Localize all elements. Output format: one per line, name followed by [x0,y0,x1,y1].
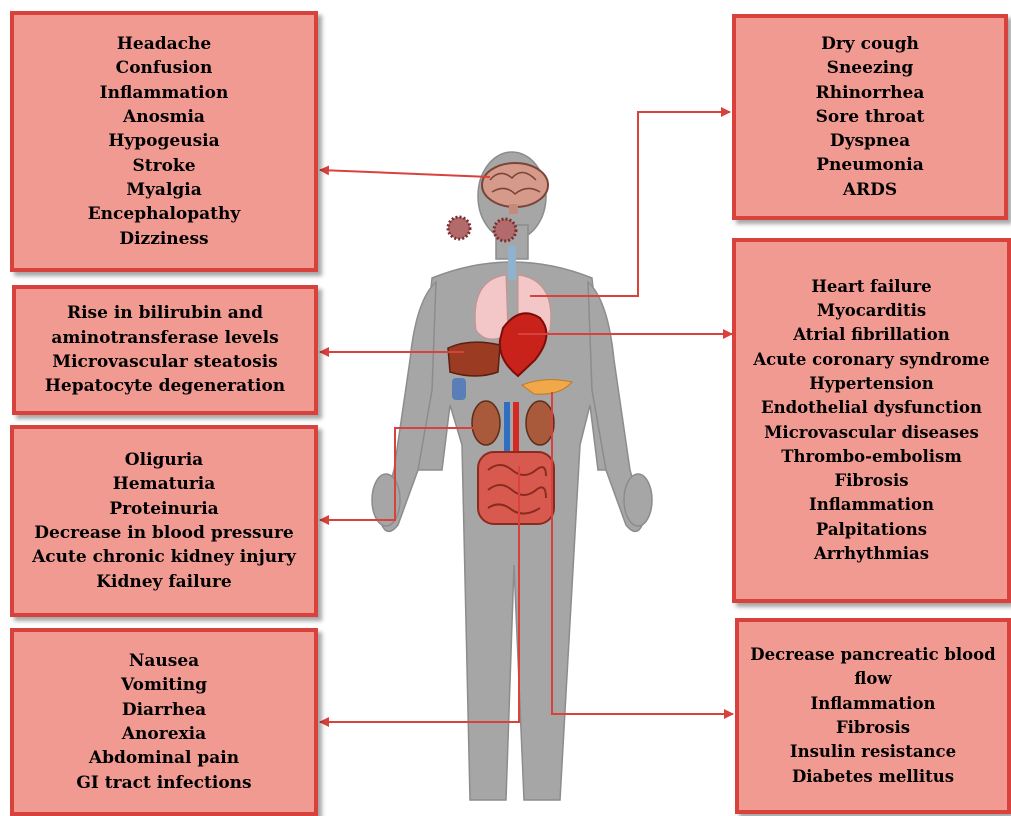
symptom-label: Pneumonia [816,153,923,177]
symptom-label: Headache [117,32,211,56]
symptom-label: Acute coronary syndrome [753,348,989,372]
symptom-label: Anorexia [122,722,206,746]
pancreas-symptoms-box: Decrease pancreatic blood flow Inflammat… [735,618,1011,814]
symptom-label: Palpitations [816,518,927,542]
symptom-label: Inflammation [811,692,936,716]
symptom-label: Hypertension [809,372,934,396]
symptom-label: Anosmia [123,105,205,129]
symptom-label: Endothelial dysfunction [761,396,982,420]
symptom-label: Diarrhea [122,698,206,722]
symptom-label: Fibrosis [834,469,908,493]
symptom-label: Vomiting [121,673,207,697]
symptom-label: Decrease in blood pressure [34,521,294,545]
heart-symptoms-box: Heart failure Myocarditis Atrial fibrill… [732,238,1011,603]
symptom-label: Sore throat [816,105,925,129]
symptom-label: Diabetes mellitus [792,765,954,789]
symptom-label: Sneezing [827,56,914,80]
symptom-label: GI tract infections [76,771,251,795]
symptom-label: Arrhythmias [814,542,929,566]
symptom-label: Dyspnea [830,129,910,153]
symptom-label: Acute chronic kidney injury [32,545,296,569]
symptom-label: ARDS [843,178,897,202]
symptom-label: Atrial fibrillation [793,323,949,347]
symptom-label: Proteinuria [109,497,218,521]
symptom-label: aminotransferase levels [51,326,278,350]
symptom-label: Oliguria [125,448,203,472]
symptom-label: Fibrosis [836,716,910,740]
liver-symptoms-box: Rise in bilirubin and aminotransferase l… [12,285,318,415]
symptom-label: Kidney failure [96,570,231,594]
symptom-label: Dry cough [821,32,919,56]
symptom-label: Encephalopathy [88,202,241,226]
symptom-label: Hypogeusia [108,129,219,153]
symptom-label: Inflammation [809,493,934,517]
symptom-label: Microvascular steatosis [52,350,278,374]
symptom-label: flow [854,667,891,691]
symptom-label: Thrombo-embolism [781,445,962,469]
kidney-symptoms-box: Oliguria Hematuria Proteinuria Decrease … [10,425,318,617]
symptom-label: Hematuria [113,472,216,496]
symptom-label: Rise in bilirubin and [67,301,263,325]
symptom-label: Hepatocyte degeneration [45,374,285,398]
symptom-label: Abdominal pain [89,746,239,770]
symptom-label: Myocarditis [817,299,926,323]
symptom-label: Confusion [116,56,213,80]
symptom-label: Heart failure [811,275,931,299]
symptom-label: Dizziness [119,227,208,251]
arrow-brain [320,170,490,177]
symptom-label: Nausea [129,649,199,673]
symptom-label: Stroke [132,154,195,178]
symptom-label: Myalgia [126,178,202,202]
intestines-icon [478,452,554,524]
symptom-label: Insulin resistance [790,740,956,764]
symptom-label: Microvascular diseases [764,421,979,445]
brain-symptoms-box: Headache Confusion Inflammation Anosmia … [10,11,318,272]
gi-symptoms-box: Nausea Vomiting Diarrhea Anorexia Abdomi… [10,628,318,816]
symptom-label: Rhinorrhea [816,81,925,105]
symptom-label: Decrease pancreatic blood [750,643,995,667]
symptom-label: Inflammation [100,81,229,105]
lung-symptoms-box: Dry cough Sneezing Rhinorrhea Sore throa… [732,14,1008,220]
